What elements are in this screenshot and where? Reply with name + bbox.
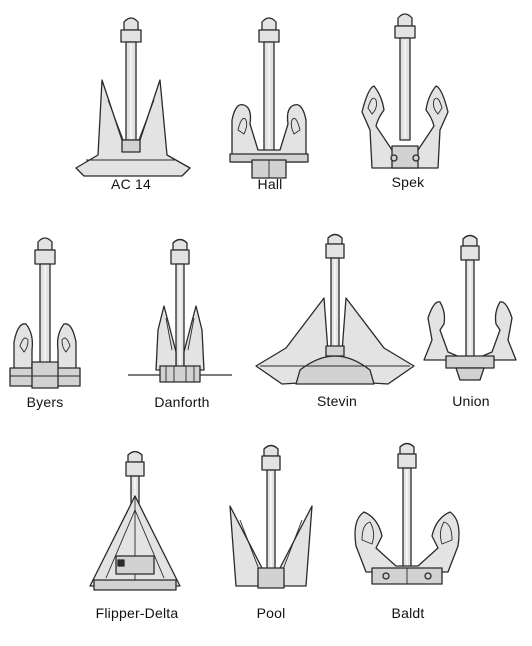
label-hall: Hall	[257, 176, 283, 192]
anchor-baldt-drawing	[354, 442, 460, 585]
label-baldt: Baldt	[391, 605, 425, 621]
anchor-pool-drawing	[229, 444, 313, 589]
label-ac14: AC 14	[111, 176, 151, 192]
anchor-union-drawing	[423, 234, 517, 381]
anchor-flipper-delta-drawing	[89, 450, 181, 591]
anchor-danforth-drawing	[128, 238, 232, 383]
label-pool: Pool	[256, 605, 286, 621]
label-byers: Byers	[26, 394, 64, 410]
anchor-ac14-drawing	[75, 17, 191, 177]
label-flipper-delta: Flipper-Delta	[95, 605, 179, 621]
label-spek: Spek	[391, 174, 425, 190]
label-stevin: Stevin	[316, 393, 358, 409]
label-danforth: Danforth	[154, 394, 210, 410]
anchor-stevin-drawing	[255, 233, 415, 385]
label-union: Union	[452, 393, 490, 409]
anchor-byers-drawing	[9, 237, 81, 389]
anchor-spek-drawing	[361, 13, 449, 169]
anchor-hall-drawing	[229, 17, 309, 179]
